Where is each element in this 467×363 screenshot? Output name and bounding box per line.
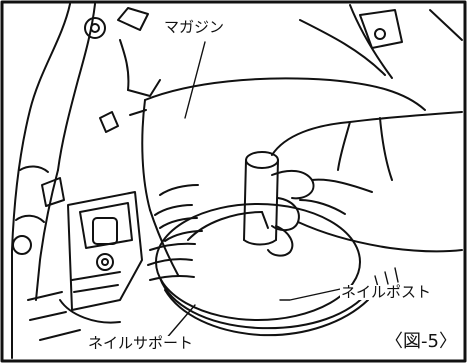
figure-number: 〈図-5〉 [383,331,459,352]
nail-post [243,151,279,246]
nail-support-disc [155,203,371,337]
nail-post-label: ネイルポスト [340,283,433,301]
nailer-body [11,3,161,359]
hand [261,111,463,257]
leader-lines [164,41,399,341]
magazine-label: マガジン [163,18,226,36]
latch-mechanism [27,191,143,341]
magazine-drum [129,4,463,281]
nail-support-label: ネイルサポート [87,334,195,352]
